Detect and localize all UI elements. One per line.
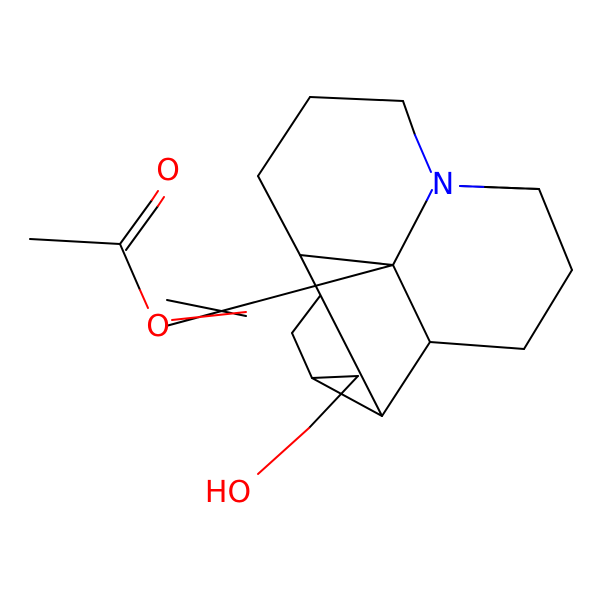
bond-carbonyl-double-a (119, 199, 153, 245)
bond-n-ring-blue-a (414, 134, 432, 173)
bond-cage-1 (381, 341, 431, 417)
bond-hydroxyl-red (257, 427, 310, 475)
bond-n-ring-blue-c (459, 185, 486, 188)
bond-ester-o-red-2 (171, 311, 247, 321)
atom-labels: O O N HO (146, 153, 454, 510)
bond-ring-6 (257, 175, 301, 256)
bond-methyl-carbonyl (29, 238, 121, 245)
bond-ring-3a (402, 100, 416, 136)
bond-cage-6 (291, 295, 321, 334)
bond-cage-4 (311, 375, 359, 379)
bond-hydroxyl-c (308, 375, 359, 429)
bond-ester-o-red (139, 289, 149, 309)
atom-label-ester-oxygen: O (146, 309, 170, 344)
bond-carbonyl-ester (119, 243, 141, 291)
bond-ring-9 (538, 188, 573, 271)
bond-n-ring-black-c (484, 186, 540, 190)
bond-ring-10 (523, 269, 573, 350)
bond-carbonyl-double-b (125, 205, 159, 251)
bond-cage-5 (291, 332, 313, 379)
bond-n-ring-blue-b (426, 189, 433, 201)
bond-ring-4a (392, 199, 428, 266)
bond-cage-2 (299, 254, 383, 417)
bond-carbonyl-o-red-b (157, 196, 165, 207)
bond-ring-5 (299, 254, 394, 266)
atom-label-carbonyl-oxygen: O (156, 153, 180, 188)
bond-carbonyl-o-red-a (151, 190, 159, 201)
hetero-bonds (139, 134, 540, 475)
bond-ring-12 (392, 264, 431, 343)
atom-label-hydroxyl: HO (205, 475, 251, 510)
bond-ring-1 (257, 96, 311, 177)
bond-ring-11 (429, 341, 525, 350)
bond-cage-3 (311, 377, 383, 417)
atom-label-nitrogen: N (432, 167, 454, 202)
bond-ring-2 (309, 96, 404, 102)
